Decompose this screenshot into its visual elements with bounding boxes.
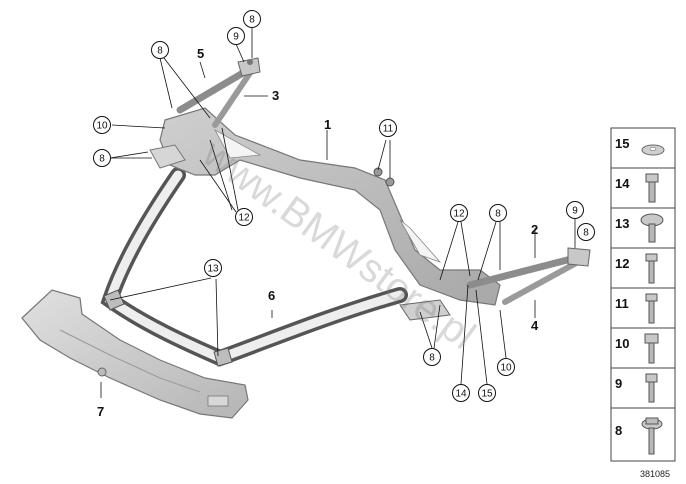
legend-label: 9 (615, 376, 622, 391)
callout-8-bottom: 8 (423, 348, 441, 366)
part-labels: 1 2 3 4 5 6 7 (97, 46, 539, 419)
legend-row-9: 9 (610, 367, 676, 409)
callout-label: 12 (453, 209, 465, 220)
callout-15: 15 (478, 384, 496, 402)
legend-row-15: 15 (610, 127, 676, 169)
legend-row-12: 12 (610, 247, 676, 289)
callout-8-left: 8 (151, 41, 169, 59)
callout-9-right: 9 (566, 201, 584, 219)
callouts: 8 9 8 10 8 12 11 13 (93, 10, 595, 402)
part-label-1: 1 (324, 117, 331, 132)
legend-row-13: 13 (610, 207, 676, 249)
callout-label: 11 (383, 124, 394, 135)
bolt-icon (645, 173, 659, 203)
callout-label: 10 (500, 363, 512, 374)
legend-label: 12 (615, 256, 629, 271)
bolt-icon (645, 293, 658, 324)
legend-label: 8 (615, 423, 622, 438)
part-label-4: 4 (531, 318, 539, 333)
bolt-icon (644, 333, 659, 364)
right-struts-part-2-4 (399, 247, 591, 321)
legend-label: 14 (615, 176, 630, 191)
bolt-icon (645, 253, 658, 284)
part-label-2: 2 (531, 222, 538, 237)
callout-12-right: 12 (450, 204, 468, 222)
callout-label: 9 (572, 206, 578, 217)
callout-label: 10 (96, 121, 108, 132)
fastener-legend: 15 14 13 12 (610, 127, 676, 462)
legend-label: 13 (615, 216, 629, 231)
callout-label: 8 (157, 46, 163, 57)
legend-label: 15 (615, 136, 629, 151)
legend-row-11: 11 (610, 287, 676, 329)
callout-label: 8 (583, 228, 589, 239)
underbody-plate-part-7 (21, 289, 249, 419)
legend-row-10: 10 (610, 327, 676, 369)
bolt-icon (645, 373, 658, 403)
callout-8-right: 8 (489, 204, 507, 222)
callout-label: 8 (99, 154, 105, 165)
upper-struts-part-3-5 (176, 57, 261, 128)
legend-label: 10 (615, 336, 629, 351)
callout-10-bottom: 10 (497, 358, 515, 376)
callout-label: 8 (249, 15, 255, 26)
leader-lines (100, 27, 576, 398)
callout-8-top: 8 (243, 10, 261, 28)
callout-10-left: 10 (93, 116, 111, 134)
legend-row-8: 8 (610, 407, 676, 462)
callout-label: 8 (495, 209, 501, 220)
callout-14: 14 (452, 384, 470, 402)
flange-bolt-icon (640, 213, 664, 243)
callout-label: 14 (455, 389, 467, 400)
flange-bolt-icon (641, 417, 663, 455)
reference-number: 381085 (640, 469, 670, 479)
callout-label: 9 (233, 32, 239, 43)
callout-label: 8 (429, 353, 435, 364)
callout-label: 13 (207, 264, 219, 275)
callout-9-top: 9 (227, 27, 245, 45)
callout-8-left2: 8 (93, 149, 111, 167)
callout-13: 13 (204, 259, 222, 277)
tube-frame-part-6 (100, 167, 408, 367)
legend-row-14: 14 (610, 167, 676, 209)
callout-8-right2: 8 (577, 223, 595, 241)
callout-label: 15 (481, 389, 493, 400)
callout-12-left: 12 (235, 208, 253, 226)
part-label-7: 7 (97, 404, 104, 419)
part-label-5: 5 (197, 46, 204, 61)
part-label-6: 6 (268, 288, 275, 303)
callout-label: 12 (238, 213, 250, 224)
part-label-3: 3 (272, 88, 279, 103)
legend-label: 11 (615, 296, 629, 311)
callout-11: 11 (379, 119, 397, 137)
